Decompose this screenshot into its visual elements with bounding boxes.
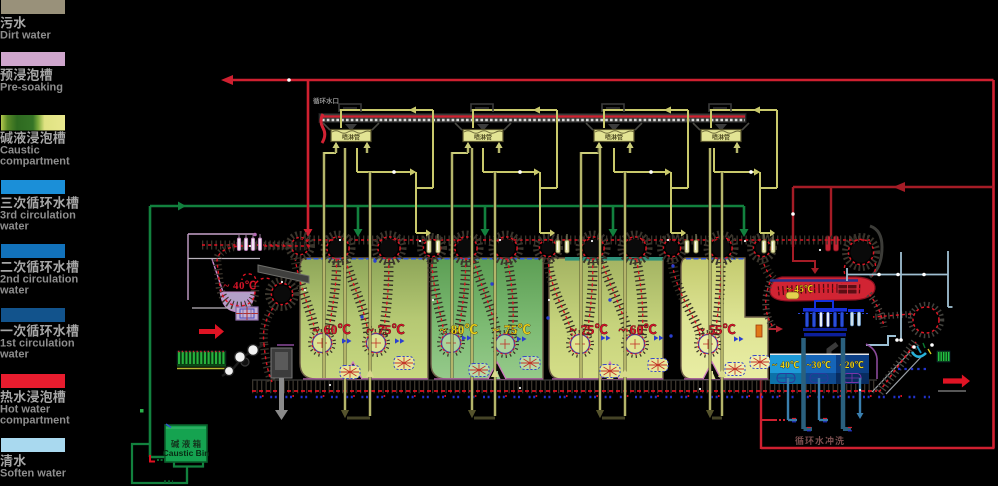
svg-text:循环水口: 循环水口 [313, 95, 339, 105]
svg-text:Caustic: Caustic [0, 145, 40, 157]
svg-text:污水: 污水 [0, 13, 26, 32]
svg-text:2nd circulation: 2nd circulation [0, 274, 79, 286]
svg-text:~ 40℃: ~ 40℃ [224, 280, 257, 292]
svg-text:喷淋管: 喷淋管 [474, 133, 492, 142]
svg-text:~ 45℃: ~ 45℃ [786, 284, 813, 294]
svg-text:~ 60℃: ~ 60℃ [619, 322, 658, 337]
svg-text:~ 60℃: ~ 60℃ [313, 322, 352, 337]
svg-text:Hot water: Hot water [0, 404, 51, 416]
svg-text:三次循环水槽: 三次循环水槽 [0, 193, 79, 212]
svg-text:water: water [0, 349, 29, 361]
svg-text:碱 液 箱: 碱 液 箱 [171, 438, 202, 450]
svg-text:喷淋管: 喷淋管 [712, 133, 730, 142]
svg-text:预浸泡槽: 预浸泡槽 [0, 65, 53, 84]
svg-text:~ 75℃: ~ 75℃ [570, 322, 609, 337]
svg-text:喷淋管: 喷淋管 [342, 133, 360, 142]
svg-text:循环水冲洗: 循环水冲洗 [795, 434, 845, 447]
svg-text:compartment: compartment [0, 415, 70, 427]
svg-text:~ 40℃: ~ 40℃ [772, 360, 799, 370]
svg-text:清水: 清水 [0, 451, 26, 470]
svg-text:1st circulation: 1st circulation [0, 338, 75, 350]
svg-text:~ 55℃: ~ 55℃ [698, 322, 737, 337]
svg-text:water: water [0, 221, 29, 233]
svg-text:碱液浸泡槽: 碱液浸泡槽 [0, 128, 66, 147]
svg-text:~ 75℃: ~ 75℃ [493, 322, 532, 337]
svg-text:3rd circulation: 3rd circulation [0, 210, 76, 222]
svg-text:Soften water: Soften water [0, 468, 67, 480]
svg-text:~20℃: ~20℃ [840, 360, 865, 370]
svg-text:热水浸泡槽: 热水浸泡槽 [0, 387, 66, 406]
svg-text:喷淋管: 喷淋管 [605, 133, 623, 142]
svg-text:~ 75℃: ~ 75℃ [367, 322, 406, 337]
svg-text:~30℃: ~30℃ [807, 360, 832, 370]
svg-text:water: water [0, 285, 29, 297]
svg-text:Pre-soaking: Pre-soaking [0, 82, 63, 94]
svg-text:~ 80℃: ~ 80℃ [440, 322, 479, 337]
svg-text:一次循环水槽: 一次循环水槽 [0, 321, 79, 340]
svg-text:Caustic Bin: Caustic Bin [163, 448, 210, 458]
svg-text:Dirt water: Dirt water [0, 30, 51, 42]
svg-text:compartment: compartment [0, 156, 70, 168]
svg-text:二次循环水槽: 二次循环水槽 [0, 257, 79, 276]
